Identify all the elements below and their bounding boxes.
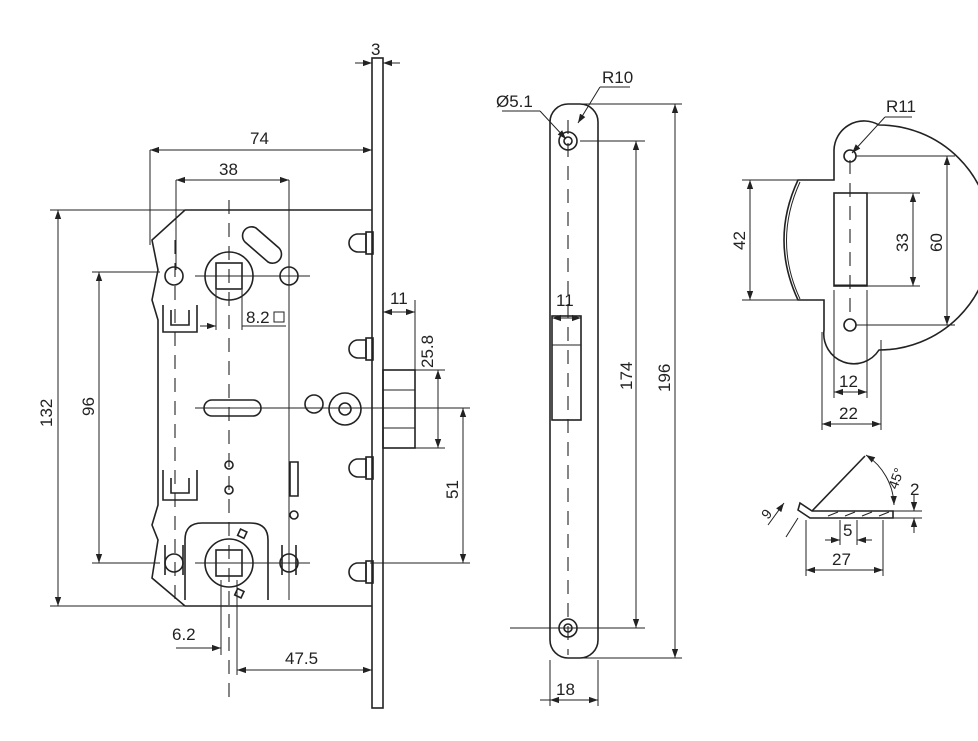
dim-cylinder-backset: 47.5 [285,649,318,668]
dim-profile-length: 27 [832,550,851,569]
faceplate-slot [551,315,582,421]
faceplate-strip [371,57,384,709]
lock-case-outline [151,209,372,607]
latch-bolt [382,369,416,449]
strike-profile-view: 45° 2 9 5 27 [758,454,922,576]
dim-faceplate-hole-spacing: 174 [617,362,636,390]
dim-faceplate-radius: R10 [602,68,633,87]
faceplate-outline [549,103,599,659]
lock-body-view: 3 74 38 8.2 132 96 11 [37,40,470,709]
strike-plate-view: R11 42 33 60 12 22 [730,97,978,430]
strike-plate-outline [783,120,978,365]
dim-profile-step: 5 [843,521,852,540]
dim-strike-depth: 12 [839,372,858,391]
dim-strike-lip: 42 [730,231,749,250]
dim-profile-angle: 45° [885,466,907,491]
dim-strike-width: 22 [839,404,858,423]
faceplate-view: Ø5.1 R10 11 174 196 18 [496,68,682,706]
dim-handle-spacing: 96 [79,397,98,416]
dim-backset: 38 [219,160,238,179]
dim-cylinder-offset: 51 [443,480,462,499]
dim-faceplate-width: 18 [556,680,575,699]
dim-latch-projection: 25.8 [418,335,437,368]
faceplate-rollers [348,231,374,584]
dim-strike-opening-height: 33 [893,233,912,252]
dim-profile-thickness: 2 [910,480,919,499]
dim-faceplate-length: 196 [655,364,674,392]
dim-body-width: 74 [250,129,269,148]
dim-faceplate-thickness: 3 [371,40,380,59]
dim-strike-hole-spacing: 60 [927,233,946,252]
dim-spindle-square: 8.2 [246,308,270,327]
dim-strike-radius: R11 [886,97,916,116]
dim-cylinder-square: 6.2 [172,625,196,644]
dim-total-height: 132 [37,399,56,427]
dim-faceplate-slot: 11 [556,291,574,310]
dim-screw-hole: Ø5.1 [496,92,533,111]
dim-latch-width: 11 [390,289,408,308]
